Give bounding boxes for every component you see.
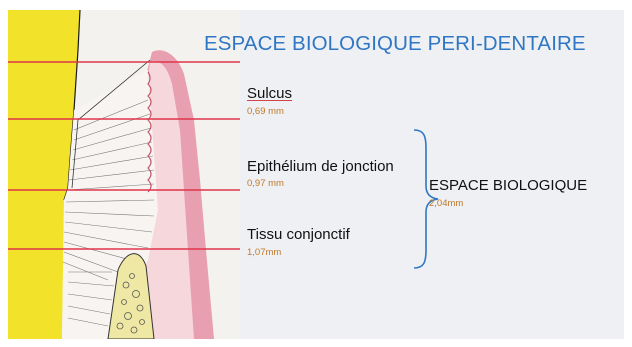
junctional-epithelium-label: Epithélium de jonction [247,158,394,175]
sulcus-label: Sulcus [247,85,293,102]
gingiva-illustration [8,10,240,339]
biological-space-value: 2,04mm [429,198,464,209]
page-title: ESPACE BIOLOGIQUE PERI-DENTAIRE [204,32,586,55]
slide: ESPACE BIOLOGIQUE PERI-DENTAIRE Sulcus 0… [8,10,624,339]
sulcus-value: 0,69 mm [247,106,284,117]
connective-tissue-label: Tissu conjonctif [247,226,350,243]
junctional-epithelium-value: 0,97 mm [247,178,284,189]
alveolar-bone [107,253,155,339]
biological-space-label: ESPACE BIOLOGIQUE [429,177,588,194]
tooth-crown-root [8,10,80,339]
brace-icon [413,129,439,269]
connective-tissue-value: 1,07mm [247,247,282,258]
